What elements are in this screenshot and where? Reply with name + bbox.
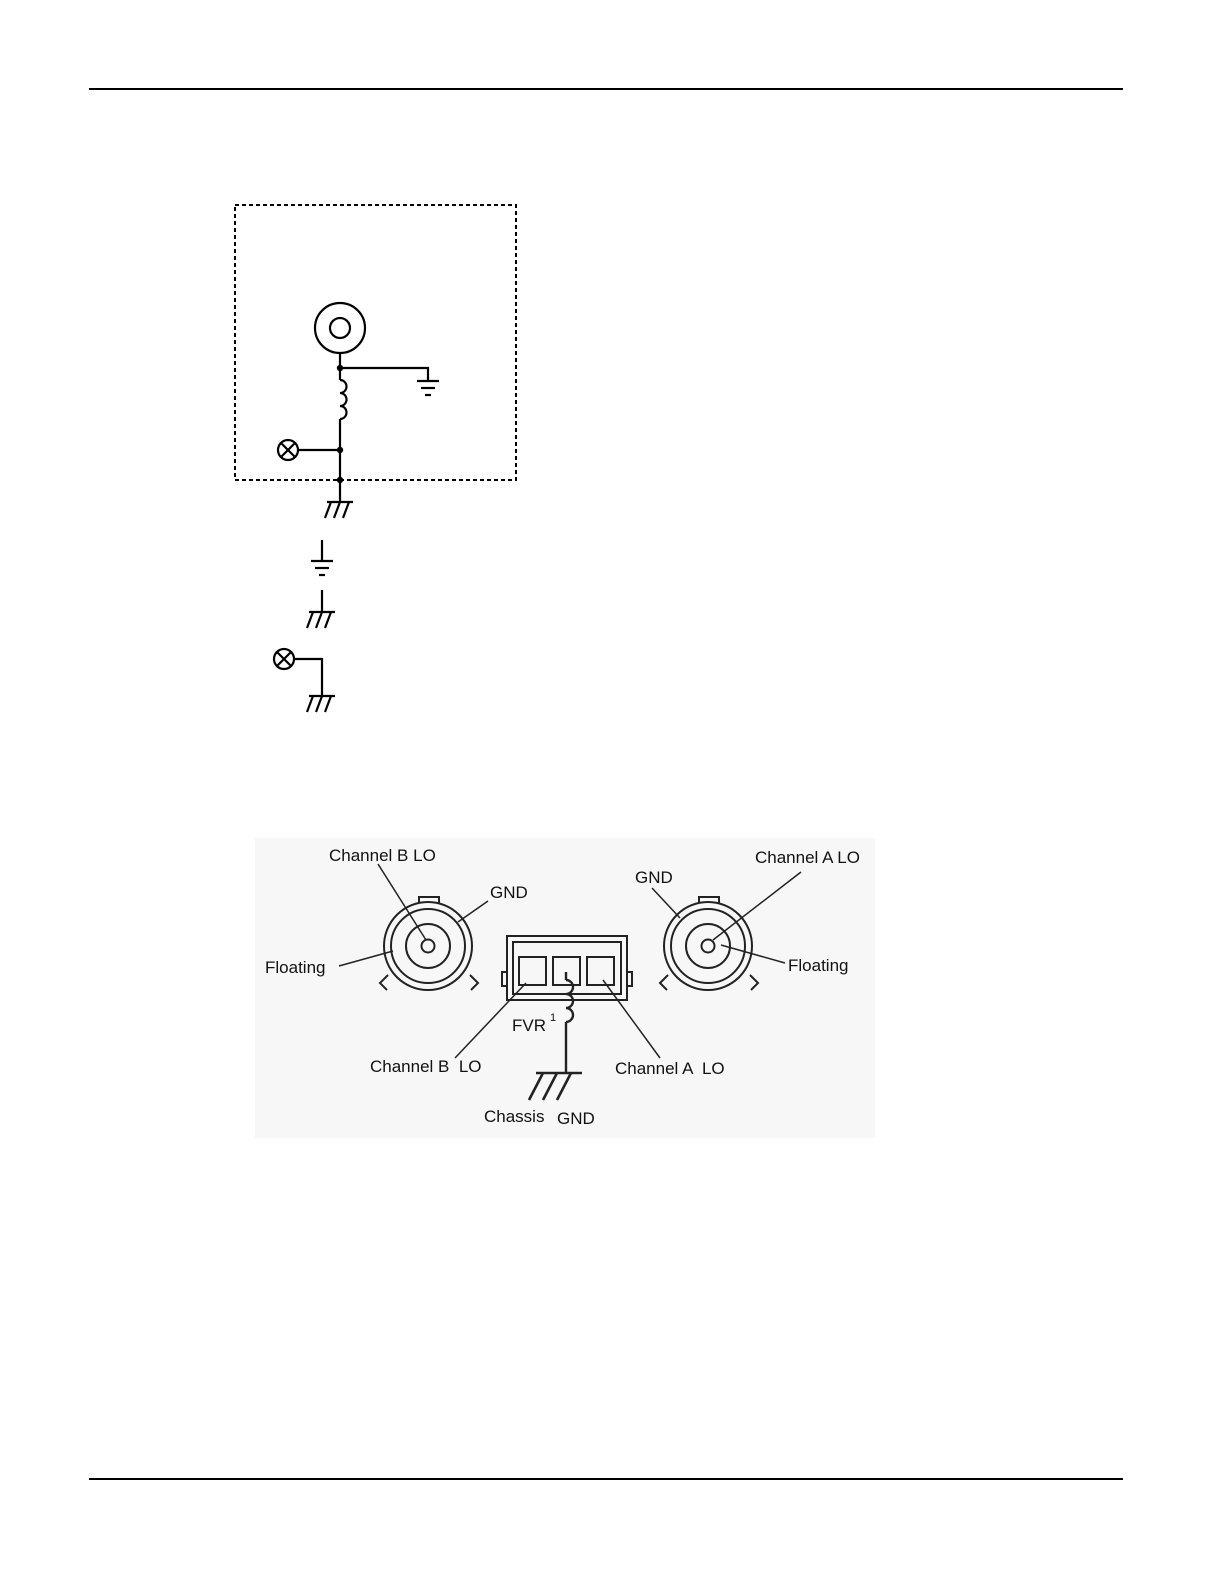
label-channel-b-lo-bottom: Channel B LO [370, 1057, 482, 1076]
legend-earth-to-chassis [307, 540, 335, 628]
junction-dot [337, 477, 343, 483]
label-floating-left: Floating [265, 958, 325, 977]
diagram-background [255, 838, 875, 1138]
chassis-ground-icon [325, 502, 353, 518]
earth-ground-icon [417, 381, 439, 395]
legend-floating-to-chassis [274, 649, 335, 712]
instrument-enclosure [235, 205, 516, 480]
label-fvr-footnote: 1 [550, 1012, 556, 1024]
label-chassis: Chassis [484, 1107, 544, 1126]
label-gnd-left: GND [490, 883, 528, 902]
connector-diagram: Channel B LO GND Floating GND Channel A … [255, 838, 875, 1138]
label-channel-a-lo-top: Channel A LO [755, 848, 860, 867]
label-gnd-right: GND [635, 868, 673, 887]
label-chassis-gnd: GND [557, 1109, 595, 1128]
bnc-connector-icon [315, 303, 365, 353]
inductor-icon [340, 368, 347, 450]
floating-terminal-icon [278, 440, 298, 460]
label-channel-a-lo-bottom: Channel A LO [615, 1059, 725, 1078]
schematic-diagram [235, 205, 516, 712]
label-floating-right: Floating [788, 956, 848, 975]
label-fvr: FVR [512, 1016, 546, 1035]
label-channel-b-lo-top: Channel B LO [329, 846, 436, 865]
